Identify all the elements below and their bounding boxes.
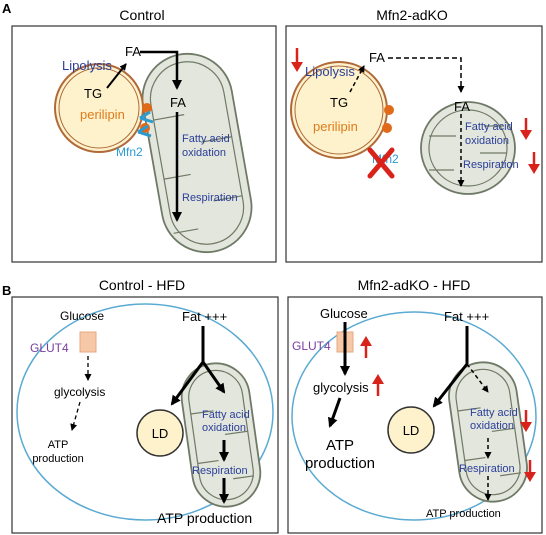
mfn2-label: Mfn2	[116, 145, 143, 159]
atp-label: ATP	[326, 437, 354, 454]
up-arrow-icon	[360, 336, 372, 358]
mitochondrion	[141, 52, 253, 254]
production-label: production	[305, 455, 375, 472]
mfn2-tether	[137, 110, 154, 138]
respiration-label: Respiration	[192, 465, 248, 477]
panel-b-control-title: Control - HFD	[99, 277, 185, 293]
perilipin-dot	[142, 103, 152, 113]
down-arrow-icon	[524, 460, 536, 482]
lipolysis-label: Lipolysis	[62, 58, 112, 73]
down-arrow-icon	[291, 48, 303, 72]
respiration-label: Respiration	[182, 192, 238, 204]
glut4-transporter	[79, 331, 97, 353]
panel-a-ko-box	[285, 25, 543, 263]
glycolysis-label: glycolysis	[54, 385, 105, 399]
down-arrow-icon	[520, 410, 532, 432]
fatty-acid-label: Fatty acid	[465, 121, 513, 133]
arrow-glycolysis-to-atp	[70, 401, 81, 431]
oxidation-label: oxidation	[202, 422, 246, 434]
tg-label: TG	[84, 86, 102, 101]
fat-label: Fat +++	[182, 309, 227, 324]
arrow-fa-to-mito	[388, 57, 465, 93]
lipolysis-label: Lipolysis	[305, 64, 355, 79]
fa-label: FA	[369, 50, 385, 65]
oxidation-label: oxidation	[182, 147, 226, 159]
lipid-droplet	[387, 406, 435, 454]
glut4-label: GLUT4	[292, 339, 331, 353]
perilipin-label: perilipin	[313, 119, 358, 134]
panel-b-ko: Mfn2-adKO - HFD Glucose GLUT4 glycolysis…	[287, 277, 543, 534]
glut4-label: GLUT4	[30, 341, 69, 355]
panel-b-ko-box	[287, 296, 543, 534]
panel-a-ko: Mfn2-adKO Lipolysis FA TG perilipin FA M…	[285, 7, 543, 263]
glucose-label: Glucose	[60, 309, 104, 323]
arrow-tg-to-fa	[106, 63, 127, 89]
fa-mito-label: FA	[454, 99, 470, 114]
panel-a-control-box	[11, 25, 277, 263]
atp-production-label: ATP production	[426, 508, 501, 520]
oxidation-label: oxidation	[465, 135, 509, 147]
glycolysis-label: glycolysis	[313, 380, 369, 395]
respiration-label: Respiration	[463, 159, 519, 171]
cell-outline	[16, 303, 274, 521]
lipid-droplet	[136, 409, 184, 457]
mitochondrion	[448, 361, 528, 503]
atp-label: ATP	[48, 439, 69, 451]
fatty-acid-label: Fatty acid	[470, 407, 518, 419]
mitochondrion	[180, 362, 262, 508]
panel-a-ko-title: Mfn2-adKO	[376, 7, 448, 23]
down-arrow-icon	[528, 152, 540, 174]
fa-label: FA	[125, 44, 141, 59]
panel-a-control: Control Lipolysis FA TG perilipin FA Mfn…	[11, 7, 277, 263]
respiration-label: Respiration	[459, 463, 515, 475]
oxidation-label: oxidation	[470, 420, 514, 432]
fatty-acid-label: Fatty acid	[182, 133, 230, 145]
perilipin-label: perilipin	[80, 107, 125, 122]
fat-label: Fat +++	[444, 309, 489, 324]
arrow-fat-to-mito	[466, 363, 489, 393]
arrow-fat-to-ld	[432, 363, 469, 408]
fa-mito-label: FA	[170, 95, 186, 110]
arrow-fat-to-ld	[170, 361, 205, 406]
perilipin-dot	[384, 105, 394, 115]
arrow-tg-to-fa	[349, 65, 365, 93]
perilipin-dot	[382, 123, 392, 133]
cell-outline	[291, 311, 537, 521]
tg-label: TG	[330, 95, 348, 110]
arrow-fat-to-mito	[201, 361, 226, 394]
arrow-fa-to-mito	[140, 50, 182, 90]
panel-b-ko-title: Mfn2-adKO - HFD	[358, 277, 471, 293]
ld-label: LD	[403, 423, 420, 438]
panel-b-label: B	[2, 283, 11, 298]
atp-production-label: ATP production	[157, 510, 252, 526]
down-arrow-icon	[520, 118, 532, 140]
glucose-label: Glucose	[320, 306, 368, 321]
ld-label: LD	[152, 426, 169, 441]
panel-b-control: Control - HFD Glucose GLUT4 glycolysis A…	[11, 277, 279, 534]
up-arrow-icon	[372, 374, 384, 396]
arrow-glycolysis-to-atp	[327, 397, 342, 428]
production-label: production	[32, 453, 83, 465]
panel-a-control-title: Control	[119, 7, 164, 23]
fatty-acid-label: Fatty acid	[202, 409, 250, 421]
panel-b-control-box	[11, 296, 279, 534]
x-mark-icon	[367, 147, 395, 179]
panel-a-label: A	[2, 1, 12, 16]
mitochondrion	[420, 101, 516, 195]
